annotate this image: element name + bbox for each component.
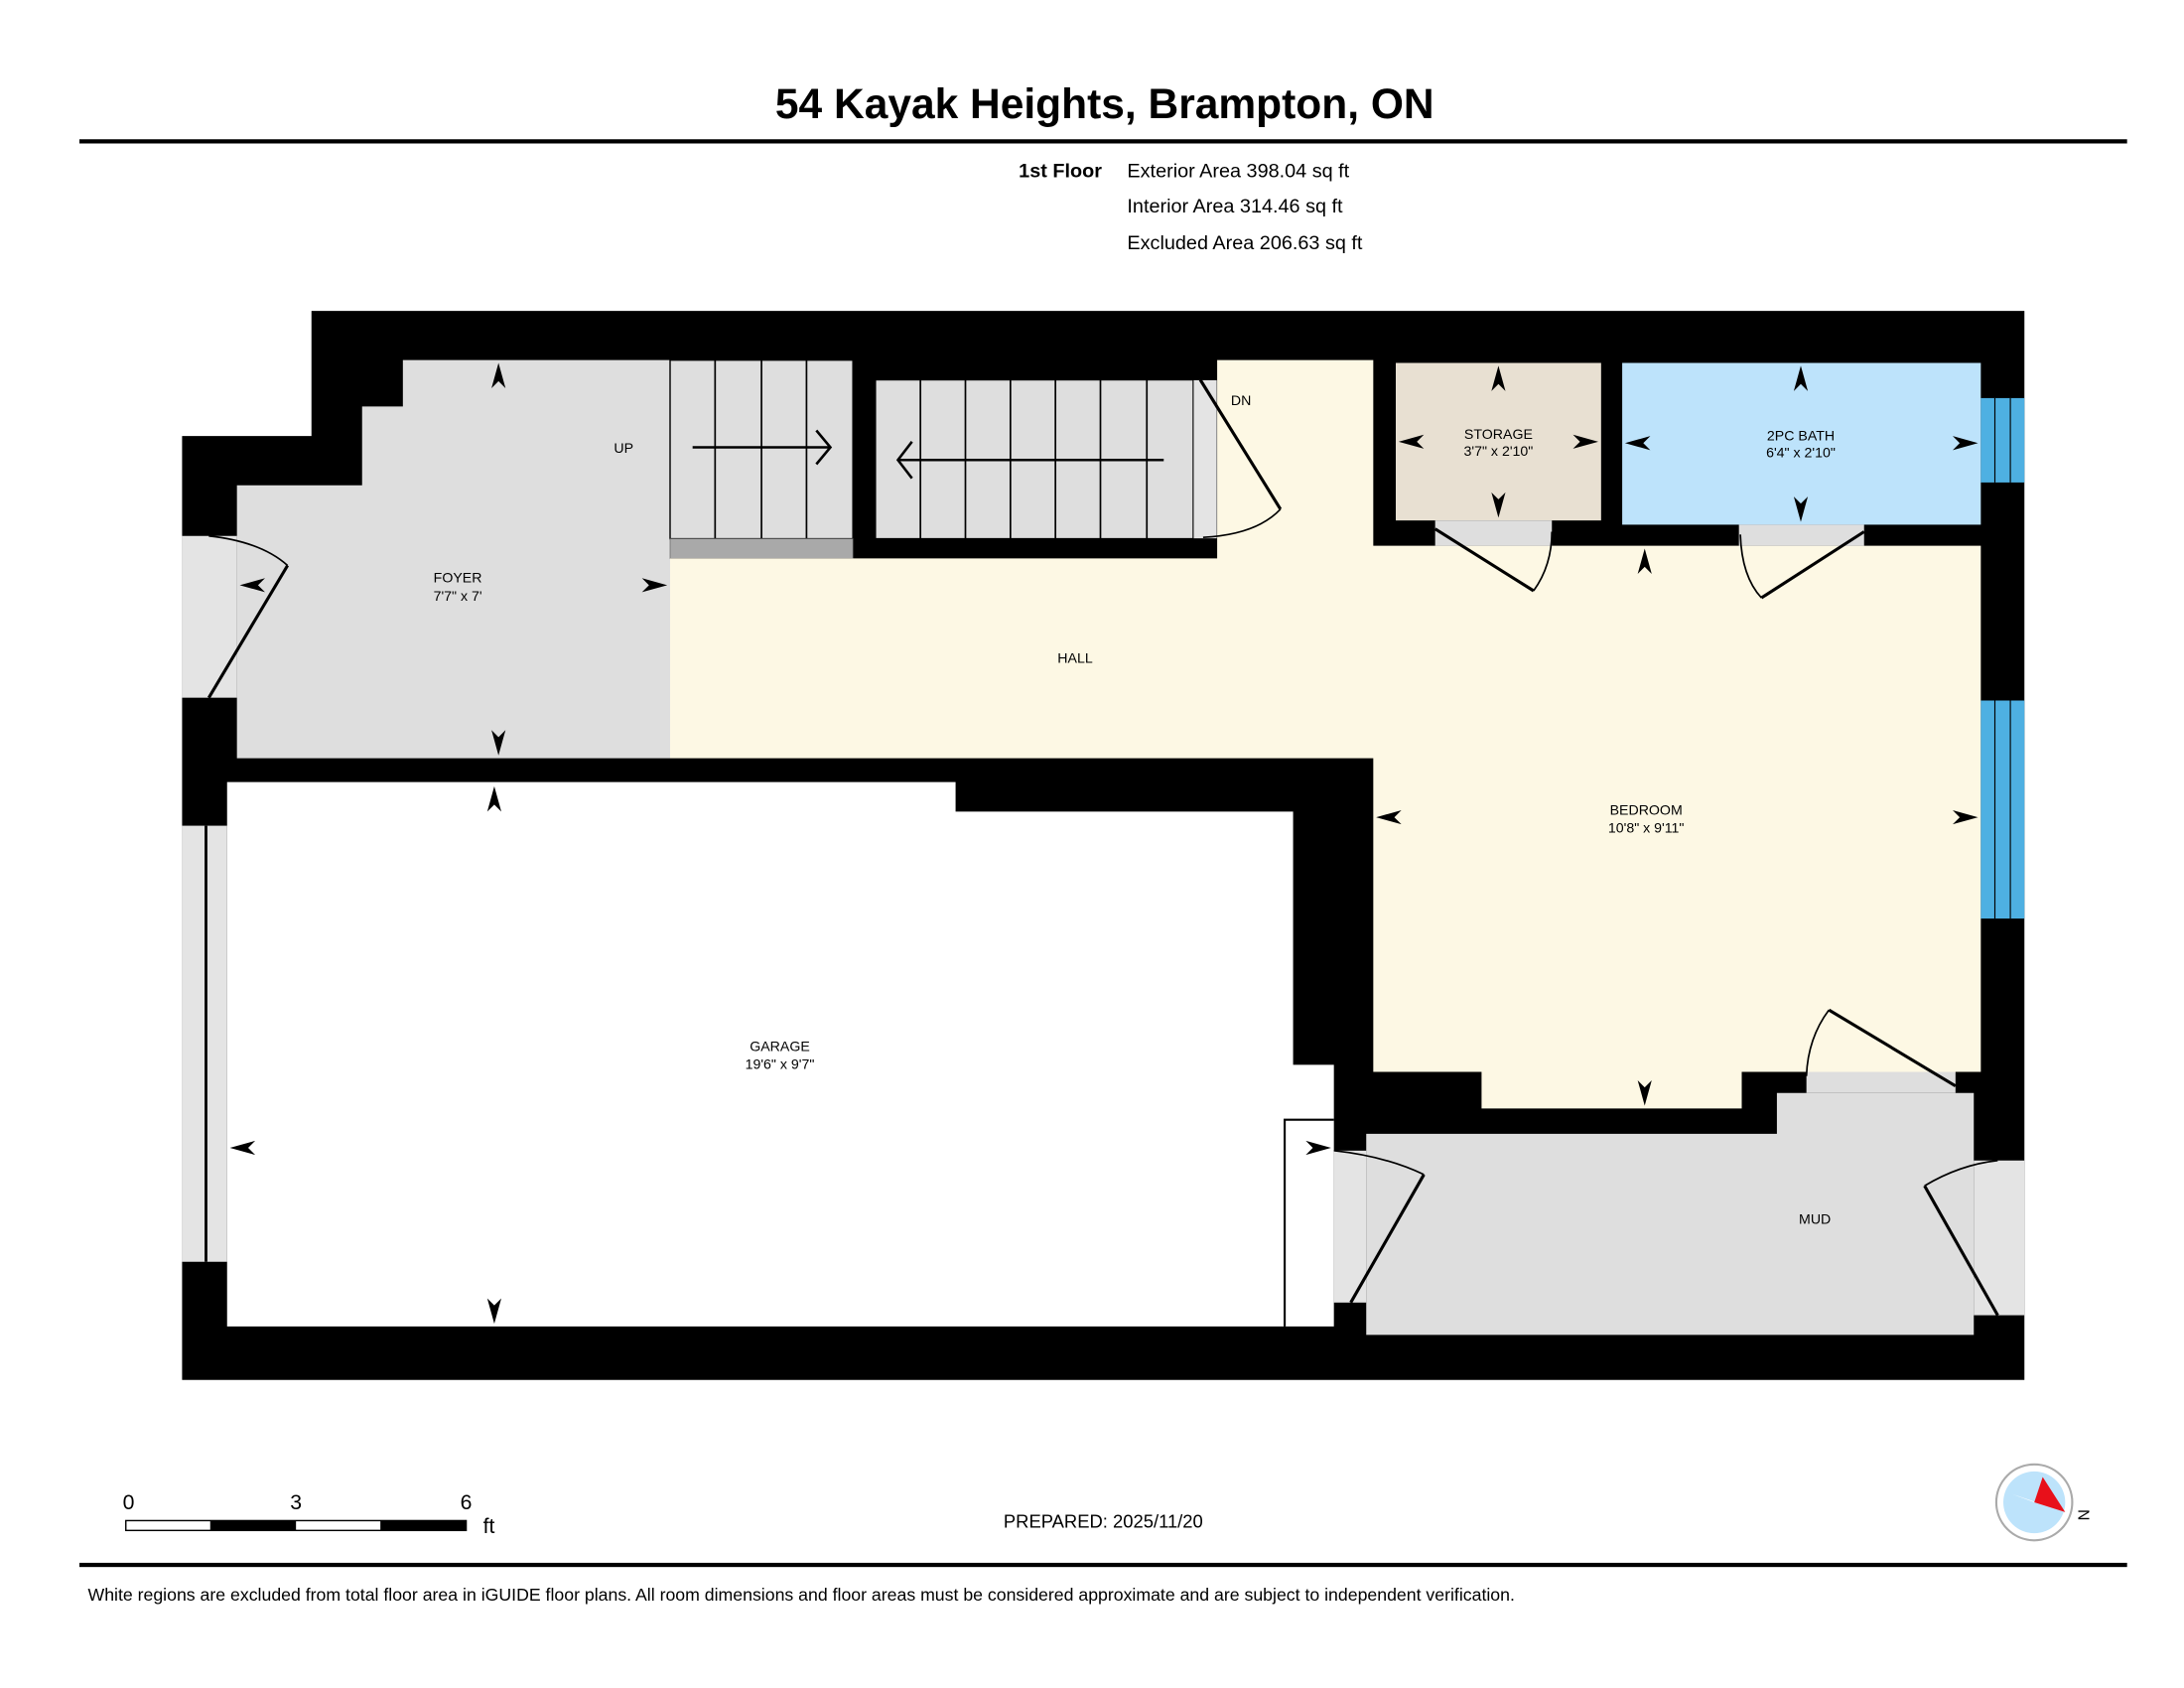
header-divider — [79, 139, 2127, 144]
room-bath — [1622, 362, 1981, 525]
stairs-up-arrow — [692, 429, 833, 466]
mud-name: MUD — [1799, 1212, 1831, 1228]
garage-door-opening — [182, 825, 227, 1262]
room-storage — [1396, 362, 1601, 521]
stairs-up-label: UP — [614, 441, 633, 457]
stairs-down-arrow — [895, 441, 1164, 480]
room-garage — [226, 781, 1334, 1327]
floor-label: 1st Floor — [1019, 161, 1102, 183]
scale-tick-3: 3 — [290, 1490, 302, 1514]
foyer-name: FOYER — [434, 571, 482, 587]
scale-tick-0: 0 — [123, 1490, 135, 1514]
hall-name: HALL — [1057, 650, 1093, 666]
interior-area: Interior Area 314.46 sq ft — [1127, 196, 1343, 217]
room-foyer — [236, 359, 670, 759]
bedroom-dims: 10'8" x 9'11" — [1608, 821, 1685, 837]
bedroom-name: BEDROOM — [1610, 802, 1683, 818]
bath-dims: 6'4" x 2'10" — [1766, 445, 1836, 461]
room-hall-bedroom — [670, 359, 1981, 1109]
storage-dims: 3'7" x 2'10" — [1464, 444, 1534, 460]
garage-name: GARAGE — [750, 1039, 810, 1055]
stairs-down-label: DN — [1231, 393, 1251, 409]
scale-unit: ft — [483, 1514, 495, 1538]
prepared-date: PREPARED: 2025/11/20 — [1004, 1511, 1203, 1532]
scale-tick-6: 6 — [461, 1490, 473, 1514]
compass-icon: N — [1994, 1463, 2093, 1542]
scale-bar: 0 3 6 ft — [123, 1490, 495, 1538]
page-title: 54 Kayak Heights, Brampton, ON — [775, 81, 1434, 128]
excluded-area: Excluded Area 206.63 sq ft — [1127, 232, 1362, 254]
door-swings — [206, 378, 1999, 1317]
disclaimer: White regions are excluded from total fl… — [87, 1585, 1514, 1605]
foyer-door-opening — [182, 535, 237, 698]
bath-name: 2PC BATH — [1767, 428, 1835, 444]
measurement-arrows — [229, 362, 1979, 1325]
footer-divider — [79, 1562, 2127, 1568]
exterior-area: Exterior Area 398.04 sq ft — [1127, 161, 1349, 183]
stair-landing — [669, 538, 854, 559]
window-bath — [1980, 397, 2025, 483]
garage-dims: 19'6" x 9'7" — [746, 1057, 815, 1073]
compass-north-label: N — [2076, 1509, 2093, 1520]
room-mud — [1366, 1092, 1975, 1336]
storage-name: STORAGE — [1464, 427, 1533, 443]
foyer-dims: 7'7" x 7' — [434, 589, 482, 605]
window-bedroom — [1980, 700, 2025, 919]
